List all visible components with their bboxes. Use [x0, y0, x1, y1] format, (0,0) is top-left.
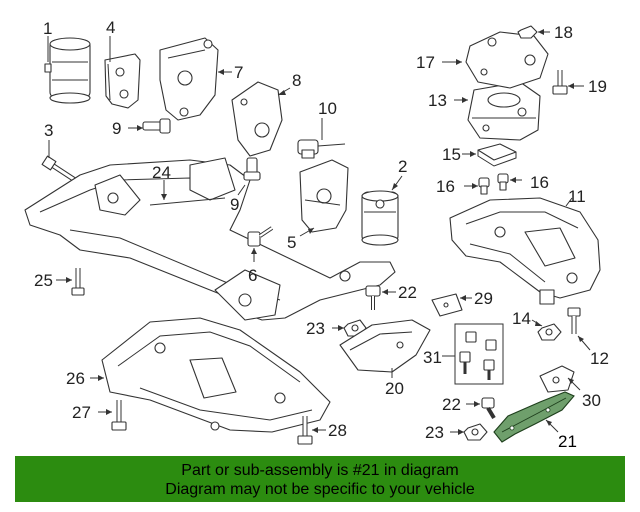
callout-22-lower: 22 [442, 395, 461, 414]
banner-line-part-number: Part or sub-assembly is #21 in diagram [181, 462, 459, 479]
part-28-bolt [297, 416, 313, 445]
banner-line-disclaimer: Diagram may not be specific to your vehi… [165, 481, 475, 498]
callout-10: 10 [318, 99, 337, 118]
callout-9-upper: 9 [112, 119, 121, 138]
part-2-engine-mount [361, 190, 399, 246]
part-25-bolt [71, 268, 85, 296]
callout-18: 18 [554, 23, 573, 42]
callout-28: 28 [328, 421, 347, 440]
part-19-bolt [552, 70, 568, 95]
part-6-bolt [247, 226, 274, 247]
callout-12: 12 [590, 349, 609, 368]
callout-20: 20 [385, 379, 404, 398]
part-11-crossmember [449, 197, 601, 305]
exploded-parts-diagram: 1 4 7 9 8 10 [24, 18, 609, 451]
callout-2: 2 [398, 157, 407, 176]
part-4-bracket [104, 53, 141, 109]
part-13-transmission-mount [467, 81, 541, 141]
part-10-sensor [297, 139, 346, 159]
part-16-bolts [478, 173, 509, 195]
part-14-nut [537, 323, 562, 341]
callout-31: 31 [423, 348, 442, 367]
callout-11: 11 [568, 187, 586, 206]
callout-22-upper: 22 [398, 283, 417, 302]
part-3-long-bolt [41, 155, 80, 185]
part-15-pad [477, 143, 517, 167]
part-5-mount-bracket [299, 159, 349, 233]
callout-6: 6 [248, 266, 257, 285]
part-21-highlighted-bracket[interactable] [493, 391, 575, 443]
callout-19: 19 [588, 77, 607, 96]
callout-4: 4 [106, 18, 115, 37]
part-22-bolt-lower [481, 397, 496, 420]
callout-30: 30 [582, 391, 601, 410]
callout-14: 14 [512, 309, 531, 328]
callout-17: 17 [416, 53, 435, 72]
callout-3: 3 [44, 121, 53, 140]
callout-23-lower: 23 [425, 423, 444, 442]
callout-16-right: 16 [530, 173, 549, 192]
callout-1: 1 [43, 19, 52, 38]
part-26-underbody-panel [101, 317, 331, 433]
callout-15: 15 [442, 145, 461, 164]
callout-16-left: 16 [436, 177, 455, 196]
part-9-bolt-lower [243, 157, 261, 181]
callout-24: 24 [152, 163, 171, 182]
callout-26: 26 [66, 369, 85, 388]
callout-7: 7 [234, 63, 243, 82]
callout-29: 29 [474, 289, 493, 308]
part-9-bolt-upper [142, 118, 171, 134]
part-29-bracket [431, 293, 463, 317]
part-20-shield [339, 319, 431, 373]
info-banner: Part or sub-assembly is #21 in diagram D… [15, 456, 625, 502]
callout-21: 21 [558, 432, 577, 451]
part-1-engine-mount [44, 37, 91, 104]
part-8-bracket [231, 81, 283, 157]
part-12-stud [567, 307, 581, 334]
callout-13: 13 [428, 91, 447, 110]
callout-27: 27 [72, 403, 91, 422]
part-27-bolt [111, 400, 127, 431]
part-7-mount-bracket [159, 37, 219, 121]
part-22-bolt-upper [365, 285, 381, 310]
callout-5: 5 [287, 233, 296, 252]
part-30-bracket [539, 365, 575, 393]
part-24-subframe [24, 157, 396, 321]
callout-25: 25 [34, 271, 53, 290]
part-23-nut-lower [463, 423, 488, 441]
part-18-nut [517, 25, 538, 39]
callout-9-lower: 9 [230, 195, 239, 214]
part-31-bolt-kit [454, 323, 504, 385]
callout-8: 8 [292, 71, 301, 90]
callout-23-upper: 23 [306, 319, 325, 338]
part-17-mount-bracket [465, 31, 549, 89]
